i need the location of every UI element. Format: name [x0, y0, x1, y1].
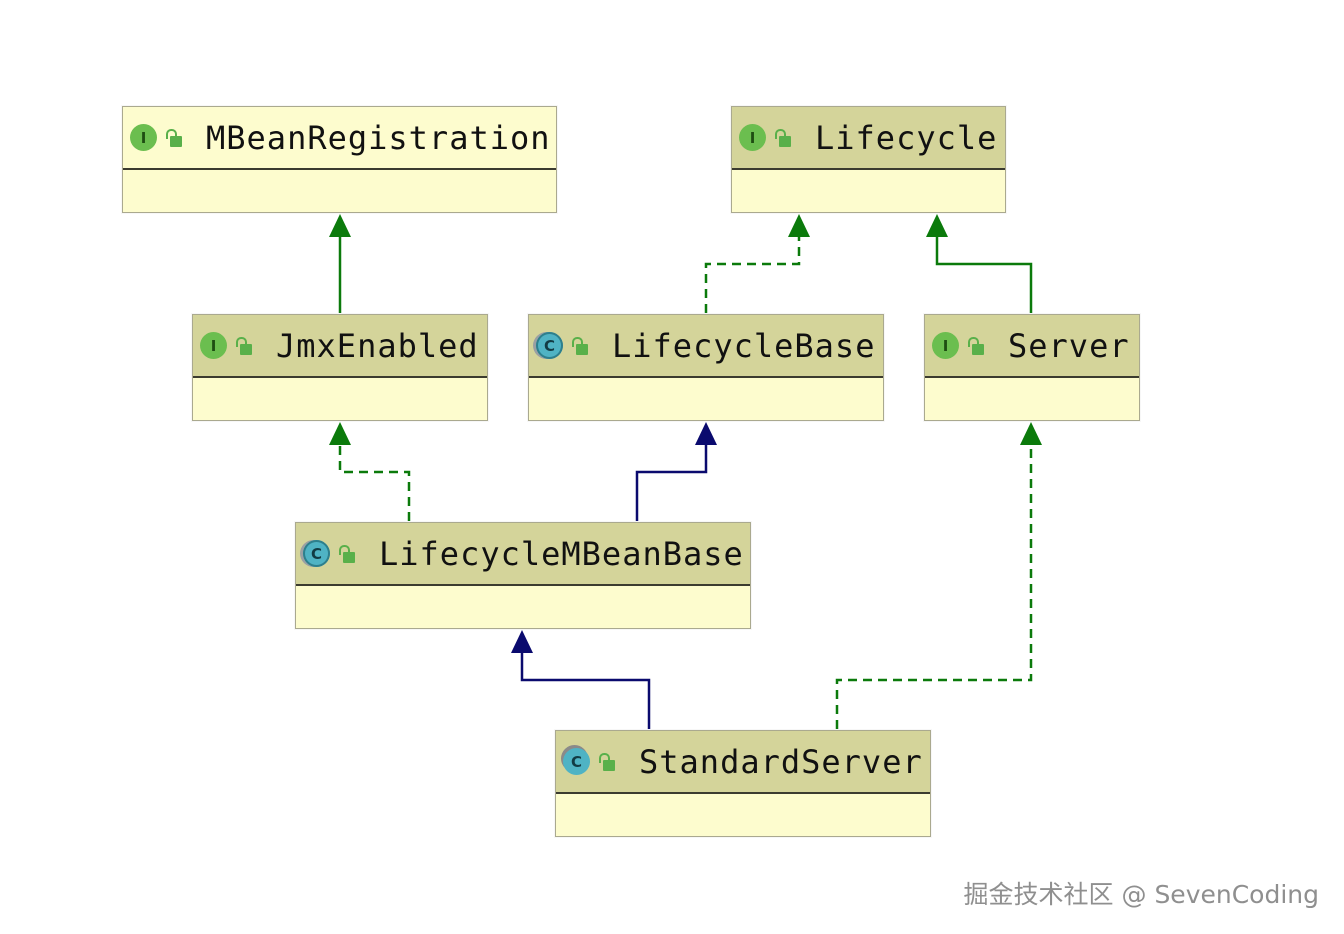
- class-box-jmxenabled[interactable]: I JmxEnabled: [192, 314, 488, 421]
- class-box-standardserver[interactable]: C StandardServer: [555, 730, 931, 837]
- class-header: C StandardServer: [556, 731, 930, 794]
- interface-icon: I: [130, 124, 157, 151]
- final-class-icon: C: [563, 748, 590, 775]
- interface-icon: I: [739, 124, 766, 151]
- class-members: [529, 378, 883, 420]
- abstract-class-icon: C: [536, 332, 563, 359]
- arrowhead-server: [1020, 422, 1042, 445]
- class-name: MBeanRegistration: [206, 118, 551, 157]
- abstract-class-icon: C: [303, 540, 330, 567]
- edge-server-extends-lifecycle: [935, 236, 1033, 313]
- interface-icon: I: [200, 332, 227, 359]
- edge-standardserver-implements-server: [835, 444, 1033, 729]
- interface-icon: I: [932, 332, 959, 359]
- unlocked-icon: [599, 752, 617, 772]
- unlocked-icon: [775, 128, 793, 148]
- class-header: I Lifecycle: [732, 107, 1005, 170]
- class-box-lifecyclembeanbase[interactable]: C LifecycleMBeanBase: [295, 522, 751, 629]
- class-name: LifecycleBase: [612, 326, 876, 365]
- class-box-lifecycle[interactable]: I Lifecycle: [731, 106, 1006, 213]
- class-members: [732, 170, 1005, 212]
- class-header: I MBeanRegistration: [123, 107, 556, 170]
- class-name: LifecycleMBeanBase: [379, 534, 744, 573]
- arrowhead-lifecycle-right: [926, 214, 948, 237]
- edge-lifecyclebase-implements-lifecycle: [704, 236, 801, 313]
- class-name: Server: [1008, 326, 1130, 365]
- class-box-server[interactable]: I Server: [924, 314, 1140, 421]
- class-name: JmxEnabled: [276, 326, 479, 365]
- unlocked-icon: [166, 128, 184, 148]
- arrowhead-mbeanregistration: [329, 214, 351, 237]
- class-header: I Server: [925, 315, 1139, 378]
- class-members: [925, 378, 1139, 420]
- class-name: StandardServer: [639, 742, 923, 781]
- arrowhead-lifecyclembeanbase: [511, 630, 533, 653]
- class-members: [556, 794, 930, 836]
- class-members: [123, 170, 556, 212]
- arrowhead-lifecyclebase: [695, 422, 717, 445]
- edge-lifecyclembeanbase-implements-jmxenabled: [338, 444, 411, 521]
- class-members: [296, 586, 750, 628]
- edge-standardserver-extends-lifecyclembeanbase: [520, 652, 651, 729]
- edge-lifecyclembeanbase-extends-lifecyclebase: [635, 444, 708, 521]
- unlocked-icon: [968, 336, 986, 356]
- class-header: C LifecycleMBeanBase: [296, 523, 750, 586]
- class-name: Lifecycle: [815, 118, 998, 157]
- unlocked-icon: [339, 544, 357, 564]
- arrowhead-lifecycle-left: [788, 214, 810, 237]
- watermark: 掘金技术社区 @ SevenCoding: [963, 880, 1319, 909]
- class-box-mbeanregistration[interactable]: I MBeanRegistration: [122, 106, 557, 213]
- class-header: I JmxEnabled: [193, 315, 487, 378]
- class-header: C LifecycleBase: [529, 315, 883, 378]
- unlocked-icon: [572, 336, 590, 356]
- class-box-lifecyclebase[interactable]: C LifecycleBase: [528, 314, 884, 421]
- arrowhead-jmxenabled: [329, 422, 351, 445]
- class-members: [193, 378, 487, 420]
- unlocked-icon: [236, 336, 254, 356]
